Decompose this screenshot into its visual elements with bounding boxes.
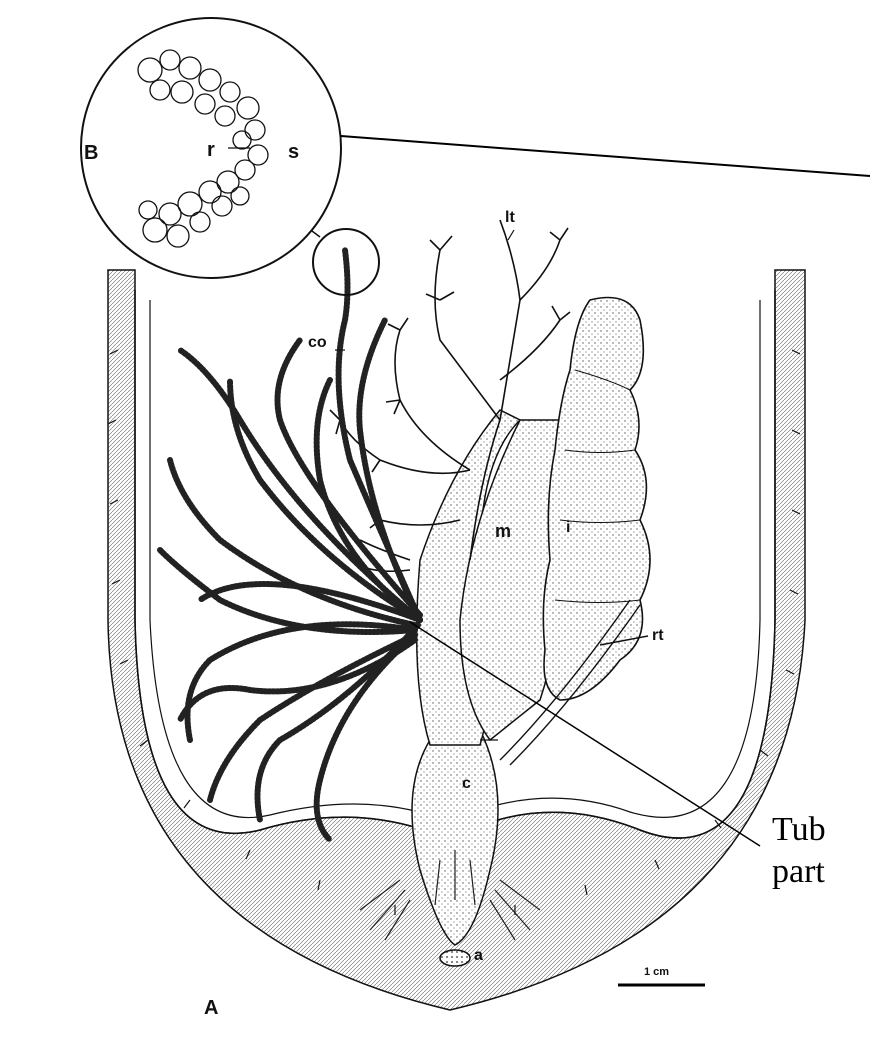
leader-line-inset <box>341 136 870 176</box>
intestine <box>543 298 650 701</box>
cuvierian-tubules <box>160 250 420 840</box>
label-panel-b: B <box>84 143 98 163</box>
label-a: a <box>474 948 483 964</box>
caption-line-1: Tub <box>772 810 826 851</box>
label-i: i <box>566 520 570 536</box>
scale-bar-label: 1 cm <box>644 966 669 978</box>
label-rt: rt <box>652 628 664 644</box>
label-m: m <box>495 522 511 540</box>
label-s: s <box>288 142 299 162</box>
label-lt: lt <box>505 210 515 226</box>
caption-line-2: part <box>772 852 825 893</box>
label-panel-a: A <box>204 998 218 1018</box>
label-r: r <box>207 140 215 160</box>
label-co: co <box>308 335 327 351</box>
label-c: c <box>462 776 471 792</box>
detail-marker-arrow <box>312 231 320 237</box>
anus <box>440 950 470 966</box>
